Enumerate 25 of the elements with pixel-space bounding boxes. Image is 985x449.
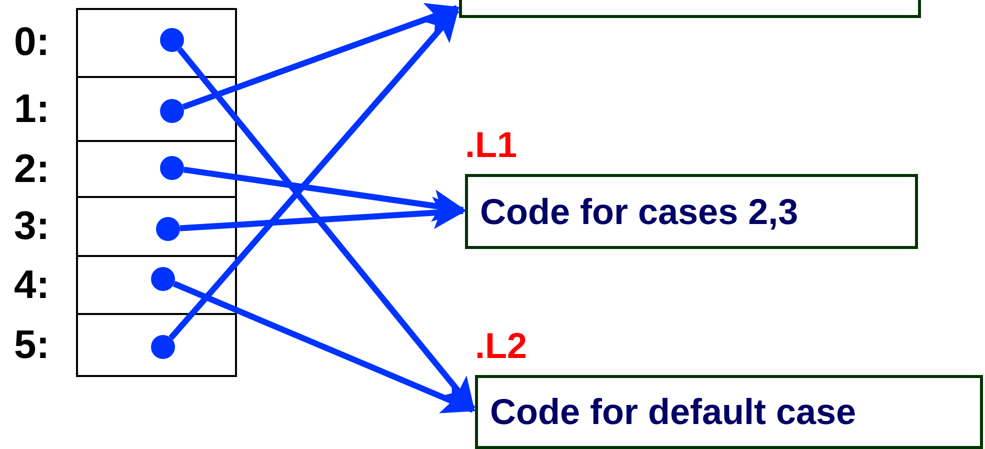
index-label: 2:	[14, 149, 50, 189]
code-box	[475, 375, 983, 449]
index-label: 3:	[14, 206, 50, 246]
arrow	[182, 2, 460, 110]
pointer-dot	[151, 267, 175, 291]
code-text: Code for cases 2,3	[480, 190, 798, 232]
arrow	[168, 8, 460, 340]
jump-table	[76, 8, 237, 377]
index-label: 1:	[14, 89, 50, 129]
arrow	[172, 280, 476, 414]
address-label: .L1	[465, 127, 518, 163]
code-text: Code for default case	[490, 391, 856, 433]
pointer-dot	[156, 217, 180, 241]
arrow	[180, 196, 466, 232]
arrow	[183, 166, 466, 222]
pointer-dot	[160, 99, 184, 123]
arrow	[177, 47, 476, 412]
pointer-dot	[151, 335, 175, 359]
pointer-dot	[160, 156, 184, 180]
pointer-dot	[160, 28, 184, 52]
code-box	[465, 174, 918, 249]
index-label: 5:	[14, 325, 50, 365]
address-label: .L2	[475, 328, 528, 364]
index-label: 4:	[14, 265, 50, 305]
index-label: 0:	[14, 22, 50, 62]
